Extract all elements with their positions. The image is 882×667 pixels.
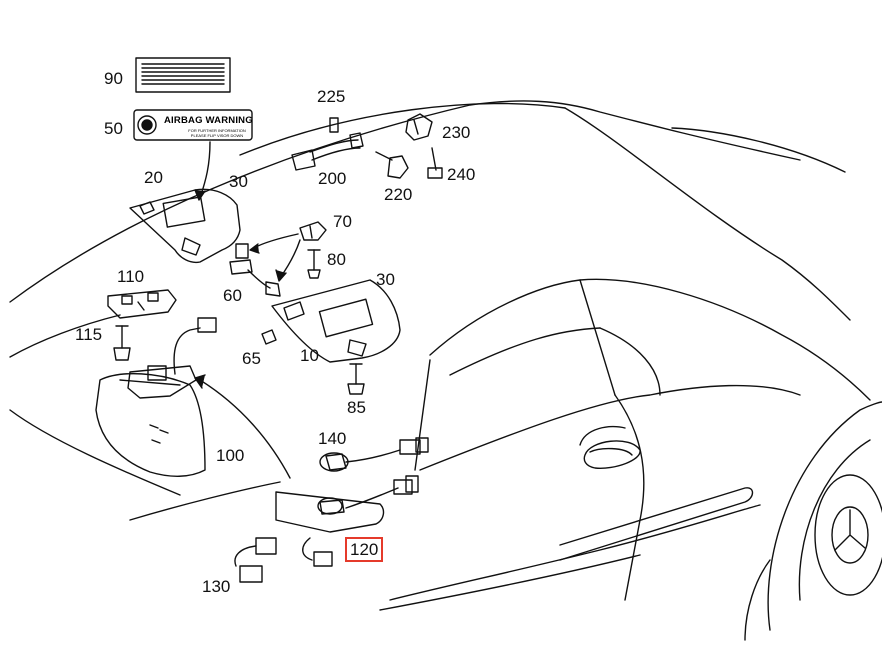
callout-30-right-visor: 30 (376, 270, 395, 289)
callout-140: 140 (318, 429, 347, 448)
sun-visor-10 (271, 279, 401, 363)
rear-view-mirror-100 (95, 317, 217, 477)
clip-230 (405, 113, 433, 141)
callout-20: 20 (144, 168, 163, 187)
lamp-socket-140 (319, 437, 429, 472)
callout-200: 200 (318, 169, 347, 188)
warning-fine-print-line-2: PLEASE FLIP VISOR DOWN (190, 133, 244, 138)
bracket-70 (249, 221, 327, 282)
callout-80: 80 (327, 250, 346, 269)
clip-65 (261, 329, 277, 345)
warning-fine-print-line-1: FOR FURTHER INFORMATION (188, 128, 246, 133)
callout-130: 130 (202, 577, 231, 596)
bracket-assembly-120 (275, 475, 419, 567)
callout-115: 115 (75, 325, 103, 344)
label-card-90 (135, 57, 231, 93)
sun-visor-20 (129, 188, 241, 264)
callout-60: 60 (223, 286, 242, 305)
connector-130 (234, 537, 277, 583)
callout-100: 100 (216, 446, 245, 465)
callout-225: 225 (317, 87, 346, 106)
callout-230: 230 (442, 123, 471, 142)
callout-10: 10 (300, 346, 319, 365)
screw-115 (113, 325, 131, 361)
screw-80 (307, 249, 321, 279)
airbag-warning-label-50 (133, 109, 253, 141)
callout-90: 90 (104, 69, 123, 88)
callout-85: 85 (347, 398, 366, 417)
car-body-outline (9, 100, 871, 611)
callout-65: 65 (242, 349, 261, 368)
callout-50: 50 (104, 119, 123, 138)
callout-240: 240 (447, 165, 476, 184)
callout-30-left-visor: 30 (229, 172, 248, 191)
callout-120-highlighted[interactable]: 120 (345, 537, 384, 562)
arrow-label-to-visor (194, 141, 211, 201)
wheel (744, 401, 882, 641)
callout-220: 220 (384, 185, 413, 204)
arrow-to-mirror (194, 374, 291, 479)
callout-110: 110 (117, 267, 145, 286)
grab-handle-200 (291, 117, 364, 171)
callout-70: 70 (333, 212, 352, 231)
warning-title: AIRBAG WARNING (164, 115, 253, 126)
bracket-110 (107, 289, 177, 319)
warning-fine-print: FOR FURTHER INFORMATION PLEASE FLIP VISO… (182, 128, 252, 138)
screw-240 (427, 147, 443, 179)
wiring-60 (229, 243, 281, 297)
screw-220 (375, 151, 409, 179)
screw-85 (347, 363, 365, 395)
